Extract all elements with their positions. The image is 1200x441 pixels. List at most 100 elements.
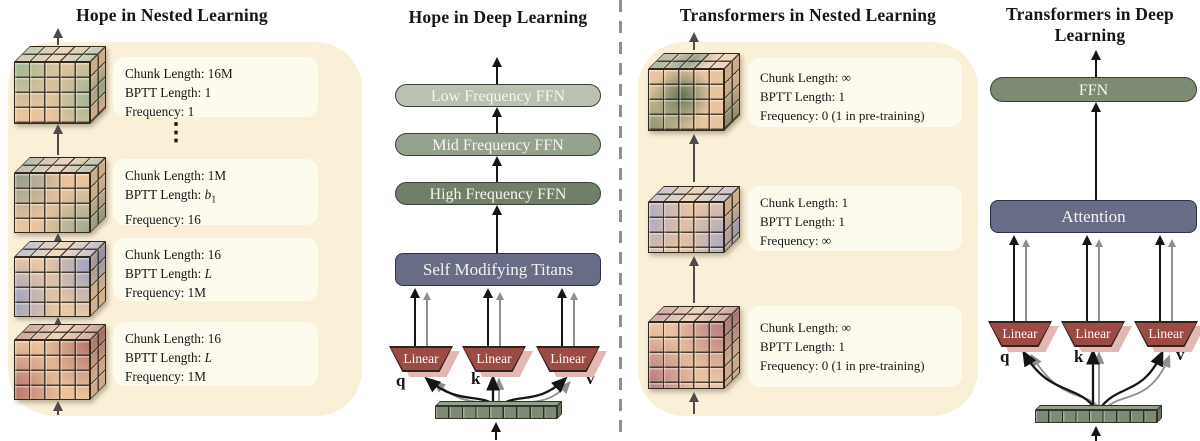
v-label: v <box>1176 345 1185 364</box>
self-modifying-titans-box: Self Modifying Titans <box>395 253 601 286</box>
linear-label: Linear <box>476 351 512 366</box>
up-arrow-icon <box>491 205 503 253</box>
frequency-text: Frequency: 0 (1 in pre-training) <box>760 358 925 373</box>
panel1-title: Hope in Nested Learning <box>76 5 268 25</box>
up-arrow-gray-icon <box>1166 239 1178 321</box>
frequency-text: Frequency: ∞ <box>760 233 831 248</box>
up-arrow-gray-icon <box>1020 239 1032 321</box>
up-arrow-icon <box>1090 50 1102 77</box>
linear-projection-v: Linear <box>536 346 607 378</box>
cube-front-face <box>648 69 724 131</box>
bptt-length-text: BPTT Length: 1 <box>760 214 845 229</box>
attention-box: Attention <box>990 200 1197 233</box>
up-arrow-icon <box>491 107 503 133</box>
chunk-length-text: Chunk Length: ∞ <box>760 320 851 335</box>
high-frequency-ffn-box: High Frequency FFN <box>395 182 601 205</box>
frequency-text: Frequency: 0 (1 in pre-training) <box>760 108 925 123</box>
frequency-text: Frequency: 1M <box>125 285 206 300</box>
level-card-1: Chunk Length: ∞ BPTT Length: 1 Frequency… <box>748 58 962 127</box>
memory-cube-level1 <box>648 53 740 131</box>
v-label: v <box>586 369 595 388</box>
up-arrow-icon <box>52 28 64 45</box>
up-arrow-gray-icon <box>421 292 433 346</box>
frequency-text: Frequency: 1M <box>125 369 206 384</box>
q-label: q <box>396 371 406 390</box>
memory-cube-level2 <box>14 157 106 233</box>
chunk-length-text: Chunk Length: 1M <box>125 168 227 183</box>
bptt-length-text: BPTT Length: L <box>125 350 212 365</box>
cube-side-face <box>724 306 740 389</box>
up-arrow-icon <box>491 156 503 182</box>
bptt-length-text: BPTT Length: 1 <box>760 339 845 354</box>
memory-cube-level4 <box>14 324 106 400</box>
up-arrow-icon <box>490 422 502 440</box>
up-arrow-icon <box>1090 426 1102 441</box>
mid-frequency-ffn-box: Mid Frequency FFN <box>395 133 601 156</box>
up-arrow-icon <box>1081 235 1093 321</box>
level-card-4: Chunk Length: 16 BPTT Length: L Frequenc… <box>113 322 318 386</box>
linear-projection-k: Linear <box>462 346 533 378</box>
cube-front-face <box>14 340 90 400</box>
panel4-title-line1: Transformers in Deep <box>1006 4 1174 24</box>
up-arrow-icon <box>688 32 700 50</box>
panel4-title-line2: Learning <box>1054 25 1126 45</box>
up-arrow-icon <box>1008 235 1020 321</box>
linear-label: Linear <box>1075 326 1111 341</box>
up-arrow-icon <box>52 124 64 155</box>
k-label: k <box>1074 347 1084 366</box>
frequency-text: Frequency: 16 <box>125 211 201 227</box>
linear-label: Linear <box>550 351 586 366</box>
cube-front-face <box>14 257 90 317</box>
up-arrow-icon <box>52 401 64 415</box>
strip-front-face <box>435 406 557 419</box>
memory-cube-level2 <box>648 186 740 253</box>
linear-projection-k: Linear <box>1061 321 1132 353</box>
ffn-box: FFN <box>990 77 1197 102</box>
up-arrow-icon <box>1154 235 1166 321</box>
linear-projection-v: Linear <box>1134 321 1200 353</box>
memory-cube-level3 <box>14 241 106 317</box>
level-card-3: Chunk Length: ∞ BPTT Length: 1 Frequency… <box>748 306 962 387</box>
up-arrow-icon <box>556 288 568 346</box>
linear-projection-q: Linear <box>389 346 460 378</box>
panel3-title: Transformers in Nested Learning <box>679 5 937 25</box>
panel4-title: Transformers in Deep Learning <box>980 4 1200 46</box>
memory-cube-level3 <box>648 306 740 389</box>
cube-side-face <box>724 53 740 131</box>
bptt-length-text: BPTT Length: 1 <box>125 85 212 100</box>
up-arrow-icon <box>491 57 503 84</box>
cube-front-face <box>14 173 90 233</box>
chunk-length-text: Chunk Length: 16 <box>125 331 221 346</box>
up-arrow-icon <box>1090 102 1102 200</box>
level-card-1: Chunk Length: 16M BPTT Length: 1 Frequen… <box>113 57 318 119</box>
linear-label: Linear <box>403 351 439 366</box>
strip-side-face <box>557 401 562 419</box>
up-arrow-icon <box>482 288 494 346</box>
chunk-length-text: Chunk Length: 16M <box>125 66 233 81</box>
chunk-length-text: Chunk Length: 1 <box>760 195 849 210</box>
strip-front-face <box>1035 410 1157 423</box>
token-sequence-strip <box>1035 405 1163 423</box>
vertical-ellipsis: ⋮ <box>164 120 188 146</box>
cube-front-face <box>648 202 724 253</box>
strip-side-face <box>1157 405 1162 423</box>
dashed-divider <box>619 0 622 441</box>
up-arrow-icon <box>409 288 421 346</box>
up-arrow-gray-icon <box>494 292 506 346</box>
chunk-length-text: Chunk Length: ∞ <box>760 70 851 85</box>
chunk-length-text: Chunk Length: 16 <box>125 247 221 262</box>
level-card-2: Chunk Length: 1M BPTT Length: b1 Frequen… <box>113 159 318 227</box>
linear-label: Linear <box>1148 326 1184 341</box>
bptt-length-text: BPTT Length: 1 <box>760 89 845 104</box>
up-arrow-icon <box>688 134 700 182</box>
cube-side-face <box>90 46 106 124</box>
level-card-2: Chunk Length: 1 BPTT Length: 1 Frequency… <box>748 186 962 251</box>
q-label: q <box>1000 347 1010 366</box>
linear-label: Linear <box>1002 326 1038 341</box>
linear-projection-q: Linear <box>988 321 1059 353</box>
memory-cube-level1 <box>14 46 106 124</box>
cube-front-face <box>14 62 90 124</box>
cube-front-face <box>648 322 724 389</box>
bptt-length-text: BPTT Length: L <box>125 266 212 281</box>
